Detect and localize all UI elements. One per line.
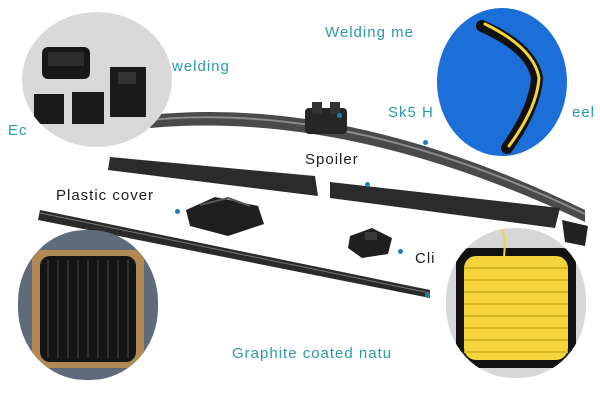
clip-pointer-dot bbox=[398, 249, 403, 254]
yellow-wire-spool-icon bbox=[446, 228, 586, 378]
black-rubber-spool-icon bbox=[18, 230, 158, 380]
steel-spring-icon bbox=[437, 8, 567, 156]
ec-label-fragment: Ec bbox=[8, 122, 28, 139]
plastic-parts-icon bbox=[22, 12, 172, 147]
adapter-connector bbox=[305, 102, 347, 134]
clip-label: Cli bbox=[415, 250, 436, 267]
sk5-label: Sk5 H bbox=[388, 104, 434, 121]
plastic-cover-pointer-dot bbox=[175, 209, 180, 214]
graphite-pointer-dot bbox=[425, 293, 430, 298]
wiper-frame bbox=[150, 112, 585, 222]
steel-pointer-dot bbox=[423, 140, 428, 145]
welding-label-top: Welding me bbox=[325, 24, 414, 41]
end-cap bbox=[562, 220, 588, 246]
spoiler-segment-right bbox=[330, 182, 560, 228]
steel-label-suffix: eel bbox=[572, 104, 596, 121]
clip-part bbox=[348, 228, 392, 258]
spoiler-pointer-dot bbox=[365, 182, 370, 187]
plastic-cover-part bbox=[186, 196, 264, 236]
spoiler-segment-left bbox=[108, 157, 318, 196]
rubber-strip bbox=[38, 210, 430, 298]
welding-label-left: welding bbox=[172, 58, 230, 75]
graphite-label: Graphite coated natu bbox=[232, 345, 393, 362]
plastic-cover-label: Plastic cover bbox=[56, 187, 155, 204]
welding-pointer-dot bbox=[337, 113, 342, 118]
spoiler-label: Spoiler bbox=[305, 151, 359, 168]
